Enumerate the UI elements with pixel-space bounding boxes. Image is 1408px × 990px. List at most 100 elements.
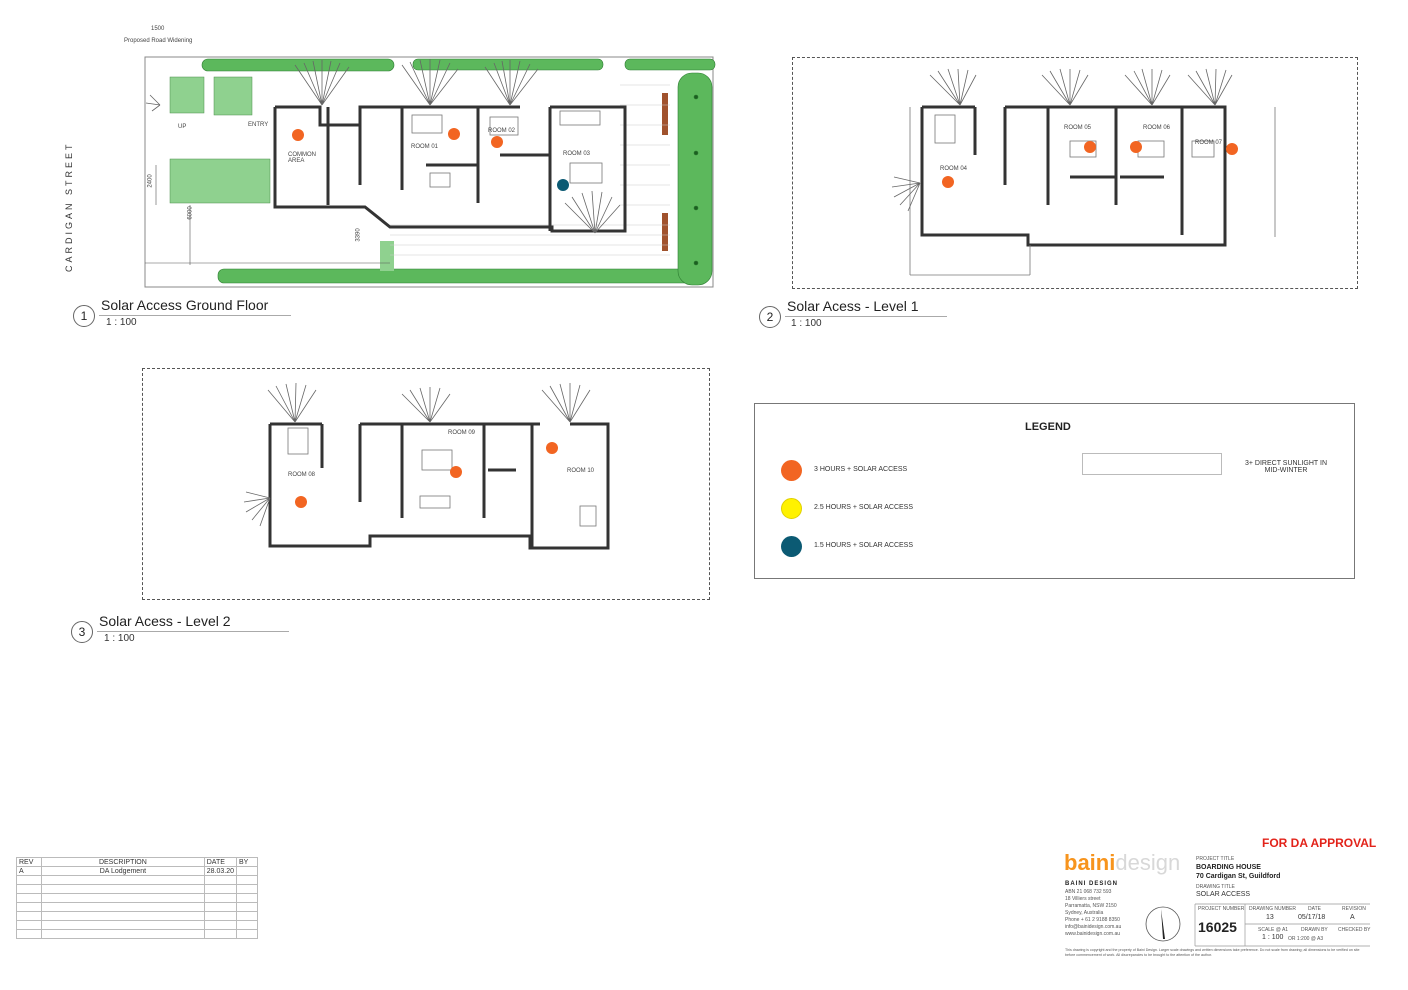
rev-row-rev: A [16, 866, 42, 876]
company-web: www.bainidesign.com.au [1065, 931, 1121, 937]
level2-frame [142, 368, 710, 600]
view-number-2: 2 [759, 306, 781, 328]
street-label: CARDIGAN STREET [64, 141, 74, 272]
label-room02: ROOM 02 [488, 128, 516, 134]
legend-sunlight-note: 3+ DIRECT SUNLIGHT IN MID-WINTER [1244, 460, 1327, 474]
view-title-1: Solar Access Ground Floor [101, 297, 269, 313]
label-entry: ENTRY [248, 122, 269, 128]
solar-dot-room10 [546, 442, 558, 454]
drawing-number: 13 [1266, 914, 1274, 921]
sun-rays-level1 [891, 68, 1233, 212]
level2-plan [243, 382, 610, 550]
brand-logo-part-b: design [1115, 850, 1181, 875]
legend-label-2-5h: 2.5 HOURS + SOLAR ACCESS [814, 504, 914, 511]
level1-plan [891, 68, 1276, 276]
label-room05: ROOM 05 [1064, 125, 1092, 131]
solar-dot-common [292, 129, 304, 141]
view-title-3: Solar Acess - Level 2 [99, 613, 231, 629]
sun-rays-ground [145, 59, 621, 234]
solar-dot-room09 [450, 466, 462, 478]
solar-dot-room08 [295, 496, 307, 508]
title-block-grid [1145, 903, 1370, 947]
drawn-by-label: DRAWN BY [1301, 927, 1328, 933]
level1-frame [792, 57, 1358, 289]
label-room04: ROOM 04 [940, 166, 968, 172]
hedge-right [677, 72, 713, 286]
solar-dot-room01 [448, 128, 460, 140]
solar-dot-room03 [557, 179, 569, 191]
drawing-title: SOLAR ACCESS [1196, 891, 1251, 898]
solar-dot-room02 [491, 136, 503, 148]
label-room06: ROOM 06 [1143, 125, 1171, 131]
dim-6000: 6000 [187, 206, 194, 220]
view-title-2: Solar Acess - Level 1 [787, 298, 919, 314]
project-number: 16025 [1198, 919, 1237, 935]
solar-dot-room05 [1084, 141, 1096, 153]
legend-sunlight-swatch [1082, 453, 1222, 475]
revision-table: REV DESCRIPTION DATE BY A DA Lodgement 2… [16, 857, 258, 939]
label-common-area: COMMON AREA [288, 152, 316, 164]
solar-dot-room04 [942, 176, 954, 188]
company-address2: Parramatta, NSW 2150 [1065, 903, 1117, 909]
scale-value: 1 : 100 [1262, 934, 1284, 941]
label-room09: ROOM 09 [448, 430, 476, 436]
revision-value: A [1350, 914, 1355, 921]
dim-3390: 3390 [355, 228, 362, 242]
solar-dot-room07 [1226, 143, 1238, 155]
dim-2400: 2400 [147, 174, 154, 188]
ground-floor-plan [144, 56, 716, 288]
legend-swatch-3h [781, 460, 802, 481]
legend-swatch-2-5h [781, 498, 802, 519]
drawing-number-label: DRAWING NUMBER [1249, 906, 1297, 912]
north-arrow-circle [1145, 906, 1181, 942]
road-widening-label: Proposed Road Widening [124, 38, 193, 44]
label-room08: ROOM 08 [288, 472, 316, 478]
brand-logo-part-a: baini [1064, 850, 1116, 875]
rev-row-description: DA Lodgement [41, 866, 205, 876]
rev-header-rev: REV [16, 857, 42, 867]
scale-label: SCALE @ A1 [1258, 927, 1289, 933]
hedge-top [201, 58, 716, 72]
label-room01: ROOM 01 [411, 144, 439, 150]
view-scale-1: 1 : 100 [106, 317, 137, 328]
project-address: 70 Cardigan St, Guildford [1196, 873, 1281, 880]
rev-header-description: DESCRIPTION [41, 857, 205, 867]
view-number-3: 3 [71, 621, 93, 643]
rev-header-date: DATE [203, 857, 238, 867]
legend-label-3h: 3 HOURS + SOLAR ACCESS [814, 466, 908, 473]
project-number-label: PROJECT NUMBER [1198, 906, 1245, 912]
legend-box [754, 403, 1355, 579]
rev-row-by [236, 866, 258, 876]
north-arrow-needle [1161, 909, 1165, 939]
company-phone: Phone + 61 2 9188 8350 [1065, 917, 1120, 923]
rev-header-by: BY [236, 857, 258, 867]
brand-logo: bainidesign [1064, 850, 1180, 876]
label-room07: ROOM 07 [1195, 140, 1223, 146]
company-abn: ABN 21 068 732 593 [1065, 889, 1112, 895]
company-email: info@bainidesign.com.au [1065, 924, 1122, 930]
sun-rays-level2 [243, 382, 591, 527]
view-scale-3: 1 : 100 [104, 633, 135, 644]
road-widening-dimension: 1500 [151, 26, 165, 32]
revision-label: REVISION [1342, 906, 1366, 912]
view-number-1: 1 [73, 305, 95, 327]
label-up: UP [178, 124, 187, 130]
label-room03: ROOM 03 [563, 151, 591, 157]
hedge-bottom [217, 268, 699, 284]
rev-row-date: 28.03.20 [203, 866, 238, 876]
solar-dot-room06 [1130, 141, 1142, 153]
date-label: DATE [1308, 906, 1321, 912]
legend-swatch-1-5h [781, 536, 802, 557]
legend-label-1-5h: 1.5 HOURS + SOLAR ACCESS [814, 542, 914, 549]
approval-stamp: FOR DA APPROVAL [1262, 836, 1377, 850]
project-title: BOARDING HOUSE [1196, 864, 1261, 871]
label-room10: ROOM 10 [567, 468, 595, 474]
view-scale-2: 1 : 100 [791, 318, 822, 329]
company-address3: Sydney, Australia [1065, 910, 1104, 916]
copyright-note: This drawing is copyright and the proper… [1065, 948, 1360, 957]
date-value: 05/17/18 [1298, 914, 1326, 921]
legend-title: LEGEND [1025, 421, 1071, 433]
company-name: BAINI DESIGN [1065, 881, 1119, 887]
checked-by-label: CHECKED BY [1338, 927, 1371, 933]
scale-a3: OR 1:200 @ A3 [1288, 936, 1324, 942]
